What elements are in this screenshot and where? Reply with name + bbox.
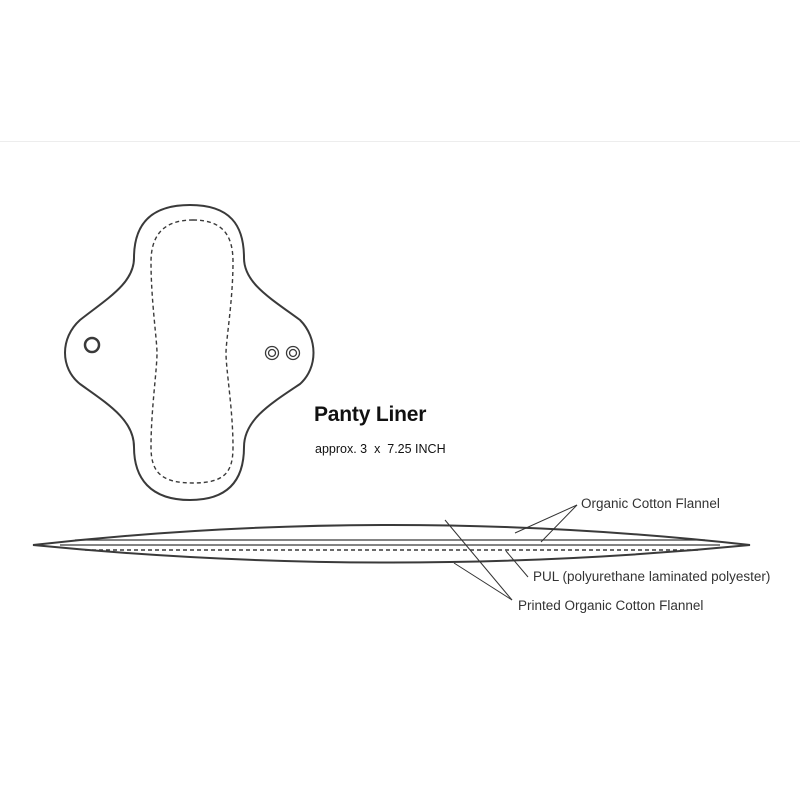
- snap-button-right-1-inner: [267, 348, 277, 358]
- liner-top-view-outline: [64, 203, 315, 502]
- leader-pul: [505, 550, 529, 578]
- snap-button-right-1: [264, 345, 280, 361]
- label-printed-organic-cotton-flannel: Printed Organic Cotton Flannel: [518, 598, 704, 613]
- snap-button-left: [83, 336, 101, 354]
- label-pul: PUL (polyurethane laminated polyester): [533, 569, 771, 584]
- label-organic-cotton-flannel: Organic Cotton Flannel: [581, 496, 720, 511]
- leader-organic-1: [514, 504, 578, 534]
- snap-button-right-2-inner: [288, 348, 298, 358]
- leader-printed-1: [444, 519, 513, 601]
- liner-stitch-line: [150, 219, 234, 484]
- top-divider: [0, 141, 800, 142]
- leader-printed-2: [453, 562, 513, 601]
- product-dimensions: approx. 3 x 7.25 INCH: [315, 442, 446, 456]
- cross-section-outline: [32, 524, 751, 564]
- leader-organic-2: [540, 504, 578, 543]
- snap-button-right-2: [285, 345, 301, 361]
- product-title: Panty Liner: [314, 403, 427, 426]
